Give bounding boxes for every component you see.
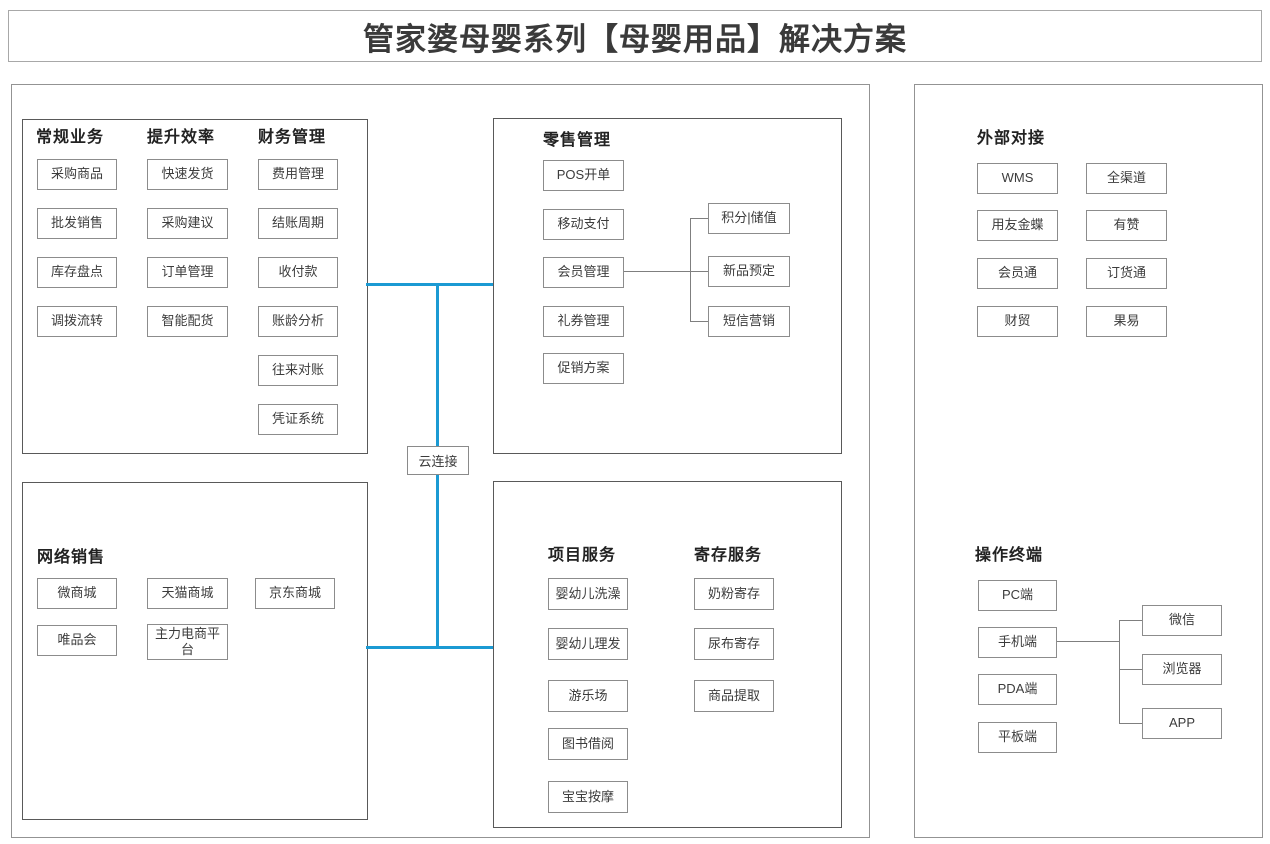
efficiency-item: 快速发货 (147, 159, 228, 190)
retail-item: 促销方案 (543, 353, 624, 384)
terminal-sub-item: 浏览器 (1142, 654, 1222, 685)
cloud-link-line-top (366, 283, 493, 286)
member-branch-line-vertical (690, 218, 691, 322)
mobile-branch-line-main (1057, 641, 1119, 642)
core-item: 库存盘点 (37, 257, 117, 288)
finance-item: 结账周期 (258, 208, 338, 239)
external-item: 有赞 (1086, 210, 1167, 241)
heading-project-services: 项目服务 (548, 547, 617, 564)
project-item: 婴幼儿理发 (548, 628, 628, 660)
mobile-branch-line-vertical (1119, 620, 1120, 724)
efficiency-item: 订单管理 (147, 257, 228, 288)
online-item: 微商城 (37, 578, 117, 609)
page-title: 管家婆母婴系列【母婴用品】解决方案 (363, 21, 907, 57)
project-item: 宝宝按摩 (548, 781, 628, 813)
external-item: 财贸 (977, 306, 1058, 337)
mobile-branch-stub-middle (1119, 669, 1142, 670)
online-item: 主力电商平台 (147, 624, 228, 660)
finance-item: 收付款 (258, 257, 338, 288)
deposit-item: 商品提取 (694, 680, 774, 712)
core-item: 批发销售 (37, 208, 117, 239)
online-item: 天猫商城 (147, 578, 228, 609)
terminal-item: PC端 (978, 580, 1057, 611)
member-branch-line-main (624, 271, 708, 272)
finance-item: 账龄分析 (258, 306, 338, 337)
external-item: WMS (977, 163, 1058, 194)
terminal-sub-item: APP (1142, 708, 1222, 739)
heading-efficiency: 提升效率 (147, 129, 216, 146)
terminal-item: 手机端 (978, 627, 1057, 658)
member-sub-item: 新品预定 (708, 256, 790, 287)
heading-deposit-services: 寄存服务 (694, 547, 763, 564)
member-branch-stub-top (690, 218, 708, 219)
heading-regular-business: 常规业务 (36, 129, 105, 146)
project-item: 游乐场 (548, 680, 628, 712)
terminal-sub-item: 微信 (1142, 605, 1222, 636)
finance-item: 往来对账 (258, 355, 338, 386)
services-box (493, 481, 842, 828)
efficiency-item: 智能配货 (147, 306, 228, 337)
project-item: 图书借阅 (548, 728, 628, 760)
finance-item: 费用管理 (258, 159, 338, 190)
external-item: 果易 (1086, 306, 1167, 337)
external-item: 全渠道 (1086, 163, 1167, 194)
deposit-item: 尿布寄存 (694, 628, 774, 660)
cloud-connect-node: 云连接 (407, 446, 469, 475)
retail-item: POS开单 (543, 160, 624, 191)
retail-item: 会员管理 (543, 257, 624, 288)
mobile-branch-stub-bottom (1119, 723, 1142, 724)
heading-external: 外部对接 (977, 130, 1046, 147)
member-branch-stub-bottom (690, 321, 708, 322)
external-item: 订货通 (1086, 258, 1167, 289)
online-item: 唯品会 (37, 625, 117, 656)
finance-item: 凭证系统 (258, 404, 338, 435)
terminal-item: PDA端 (978, 674, 1057, 705)
external-item: 用友金蝶 (977, 210, 1058, 241)
core-item: 调拨流转 (37, 306, 117, 337)
member-sub-item: 积分|储值 (708, 203, 790, 234)
retail-item: 礼券管理 (543, 306, 624, 337)
terminal-item: 平板端 (978, 722, 1057, 753)
efficiency-item: 采购建议 (147, 208, 228, 239)
deposit-item: 奶粉寄存 (694, 578, 774, 610)
project-item: 婴幼儿洗澡 (548, 578, 628, 610)
retail-item: 移动支付 (543, 209, 624, 240)
mobile-branch-stub-top (1119, 620, 1142, 621)
online-item: 京东商城 (255, 578, 335, 609)
core-item: 采购商品 (37, 159, 117, 190)
heading-retail: 零售管理 (543, 132, 612, 149)
heading-online-sales: 网络销售 (37, 549, 106, 566)
external-item: 会员通 (977, 258, 1058, 289)
heading-finance: 财务管理 (258, 129, 327, 146)
title-bar: 管家婆母婴系列【母婴用品】解决方案 (8, 10, 1262, 62)
cloud-link-line-bottom (366, 646, 493, 649)
heading-terminals: 操作终端 (975, 547, 1044, 564)
member-sub-item: 短信营销 (708, 306, 790, 337)
